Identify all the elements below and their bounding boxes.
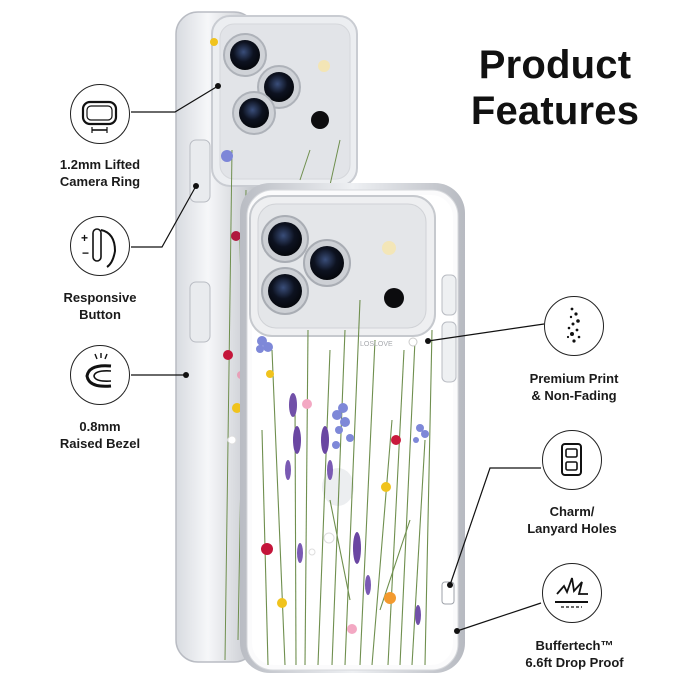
feature-premium-print: Premium Print & Non-Fading xyxy=(514,370,634,404)
feature-lanyard-holes-line1: Charm/ xyxy=(549,504,595,519)
feature-premium-print-line2: & Non-Fading xyxy=(531,388,617,403)
feature-responsive-button: Responsive Button xyxy=(40,289,160,323)
svg-text:−: − xyxy=(82,246,89,260)
page-title: Product Features xyxy=(440,42,670,134)
feature-raised-bezel: 0.8mm Raised Bezel xyxy=(40,418,160,452)
front-phone-case: LOSLOVE xyxy=(240,183,465,673)
feature-connectors xyxy=(131,85,545,632)
feature-raised-bezel-line1: 0.8mm xyxy=(79,419,121,434)
feature-lanyard-holes-line2: Lanyard Holes xyxy=(527,521,617,536)
bezel-icon xyxy=(70,345,130,405)
svg-text:+: + xyxy=(81,231,88,245)
lavender-flowers xyxy=(285,393,421,625)
rear-phone-case xyxy=(175,11,358,663)
title-line-1: Product xyxy=(478,43,632,87)
feature-responsive-button-line1: Responsive xyxy=(63,290,137,305)
feature-responsive-button-line2: Button xyxy=(79,307,121,322)
camera-ring-icon xyxy=(70,84,130,144)
feature-drop-proof: Buffertech™ 6.6ft Drop Proof xyxy=(512,637,637,671)
title-line-2: Features xyxy=(470,89,640,133)
feature-raised-bezel-line2: Raised Bezel xyxy=(59,436,141,451)
impact-icon xyxy=(542,563,602,623)
feature-drop-proof-line2: 6.6ft Drop Proof xyxy=(525,655,624,670)
feature-drop-proof-line1: Buffertech™ xyxy=(535,638,614,653)
print-dots-icon xyxy=(544,296,604,356)
feature-camera-ring-line1: 1.2mm Lifted xyxy=(59,157,141,172)
accent-blooms xyxy=(261,337,418,634)
case-brand-text: LOSLOVE xyxy=(360,341,393,348)
button-icon: + − xyxy=(70,216,130,276)
feature-lanyard-holes: Charm/ Lanyard Holes xyxy=(512,503,632,537)
feature-premium-print-line1: Premium Print xyxy=(529,371,619,386)
feature-camera-ring-line2: Camera Ring xyxy=(59,174,141,189)
blue-flowers xyxy=(256,336,429,449)
lanyard-hole-icon xyxy=(542,430,602,490)
feature-camera-ring: 1.2mm Lifted Camera Ring xyxy=(40,156,160,190)
